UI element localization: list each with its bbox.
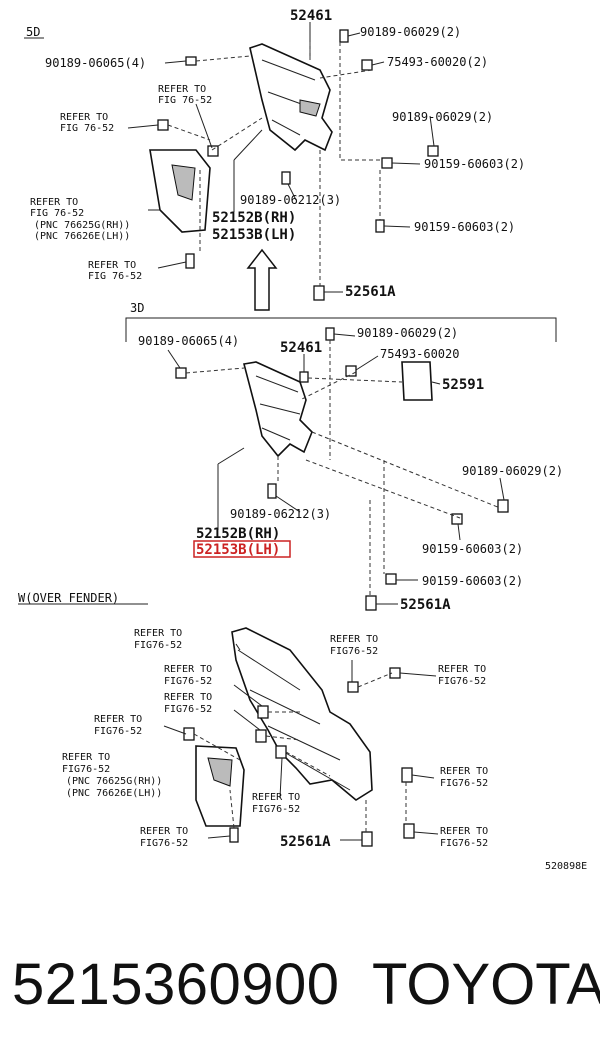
label-52152b-top: 52152B(RH) — [212, 210, 296, 226]
label-52153b-mid-highlighted: 52153B(LH) — [196, 542, 280, 558]
refer-c-line4: (PNC 76626E(LH)) — [34, 231, 130, 242]
label-52561a-bottom: 52561A — [280, 834, 331, 850]
label-75493-60020-mid: 75493-60020 — [380, 347, 459, 361]
refer-a-line1: REFER TO — [158, 84, 206, 95]
pad-52591 — [401, 361, 433, 401]
refer-6-line1: REFER TO — [94, 714, 142, 725]
label-90189-06065-mid: 90189-06065(4) — [138, 334, 239, 348]
refer-2-line2: FIG76-52 — [330, 646, 378, 657]
leader-lines-bottom — [163, 643, 439, 841]
leader-lines-top — [127, 22, 435, 293]
brand-text: TOYOTA — [372, 952, 600, 1017]
fastener-icons-mid — [175, 327, 509, 611]
refer-a-line2: FIG 76-52 — [158, 95, 212, 106]
refer-5-line2: FIG76-52 — [164, 704, 212, 715]
refer-3-line2: FIG76-52 — [438, 676, 486, 687]
label-90189-06029-mid: 90189-06029(2) — [357, 326, 458, 340]
refer-9-line2: FIG76-52 — [252, 804, 300, 815]
section-5d-label: 5D — [26, 25, 40, 39]
refer-11-line2: FIG76-52 — [440, 838, 488, 849]
label-52561a-mid: 52561A — [400, 597, 451, 613]
part-footer: 5215360900 TOYOTA — [0, 925, 600, 1045]
section-3d-label: 3D — [130, 301, 144, 315]
label-90159-60603a-top: 90159-60603(2) — [424, 157, 525, 171]
label-52153b-top: 52153B(LH) — [212, 227, 296, 243]
refer-8-line1: REFER TO — [440, 766, 488, 777]
refer-c-line3: (PNC 76625G(RH)) — [34, 220, 130, 231]
label-90189-06029b-top: 90189-06029(2) — [392, 110, 493, 124]
label-90189-06212-top: 90189-06212(3) — [240, 193, 341, 207]
label-90189-06065-top: 90189-06065(4) — [45, 56, 146, 70]
section-over-fender-label: W(OVER FENDER) — [18, 591, 119, 605]
up-arrow-icon — [246, 248, 278, 311]
refer-4-line2: FIG76-52 — [164, 676, 212, 687]
label-90189-06029b-mid: 90189-06029(2) — [462, 464, 563, 478]
refer-1-line1: REFER TO — [134, 628, 182, 639]
label-52461-top: 52461 — [290, 8, 332, 24]
label-52461-mid: 52461 — [280, 340, 322, 356]
refer-b-line2: FIG 76-52 — [60, 123, 114, 134]
refer-7-line1: REFER TO — [62, 752, 110, 763]
refer-10-line1: REFER TO — [140, 826, 188, 837]
refer-7-line2: FIG76-52 — [62, 764, 110, 775]
label-75493-60020-top: 75493-60020(2) — [387, 55, 488, 69]
mudguard-bracket-5d — [249, 43, 333, 152]
mud-flap-5d — [149, 149, 211, 233]
refer-4-line1: REFER TO — [164, 664, 212, 675]
highlight-box — [193, 540, 291, 558]
refer-9-line1: REFER TO — [252, 792, 300, 803]
refer-10-line2: FIG76-52 — [140, 838, 188, 849]
refer-8-line2: FIG76-52 — [440, 778, 488, 789]
refer-1-line2: FIG76-52 — [134, 640, 182, 651]
leader-lines-mid — [167, 333, 505, 605]
part-number-text: 5215360900 — [12, 952, 340, 1017]
refer-7-line4: (PNC 76626E(LH)) — [66, 788, 162, 799]
refer-c-line1: REFER TO — [30, 197, 78, 208]
label-90159-60603a-mid: 90159-60603(2) — [422, 542, 523, 556]
refer-5-line1: REFER TO — [164, 692, 212, 703]
refer-2-line1: REFER TO — [330, 634, 378, 645]
label-90189-06029-top: 90189-06029(2) — [360, 25, 461, 39]
mudguard-bracket-3d — [243, 361, 313, 458]
section-3d-bracket — [125, 317, 557, 342]
label-90159-60603b-top: 90159-60603(2) — [414, 220, 515, 234]
label-90189-06212-mid: 90189-06212(3) — [230, 507, 331, 521]
label-52591-mid: 52591 — [442, 377, 484, 393]
refer-d-line1: REFER TO — [88, 260, 136, 271]
label-52152b-mid: 52152B(RH) — [196, 526, 280, 542]
over-fender-part — [231, 627, 373, 801]
refer-11-line1: REFER TO — [440, 826, 488, 837]
refer-3-line1: REFER TO — [438, 664, 486, 675]
exploded-parts-diagram: 5D — [18, 8, 587, 872]
label-90159-60603b-mid: 90159-60603(2) — [422, 574, 523, 588]
refer-c-line2: FIG 76-52 — [30, 208, 84, 219]
refer-d-line2: FIG 76-52 — [88, 271, 142, 282]
label-52561a-top: 52561A — [345, 284, 396, 300]
refer-b-line1: REFER TO — [60, 112, 108, 123]
diagram-code: 520898E — [545, 861, 587, 872]
refer-7-line3: (PNC 76625G(RH)) — [66, 776, 162, 787]
fastener-icons-bottom — [183, 667, 415, 847]
refer-6-line2: FIG76-52 — [94, 726, 142, 737]
